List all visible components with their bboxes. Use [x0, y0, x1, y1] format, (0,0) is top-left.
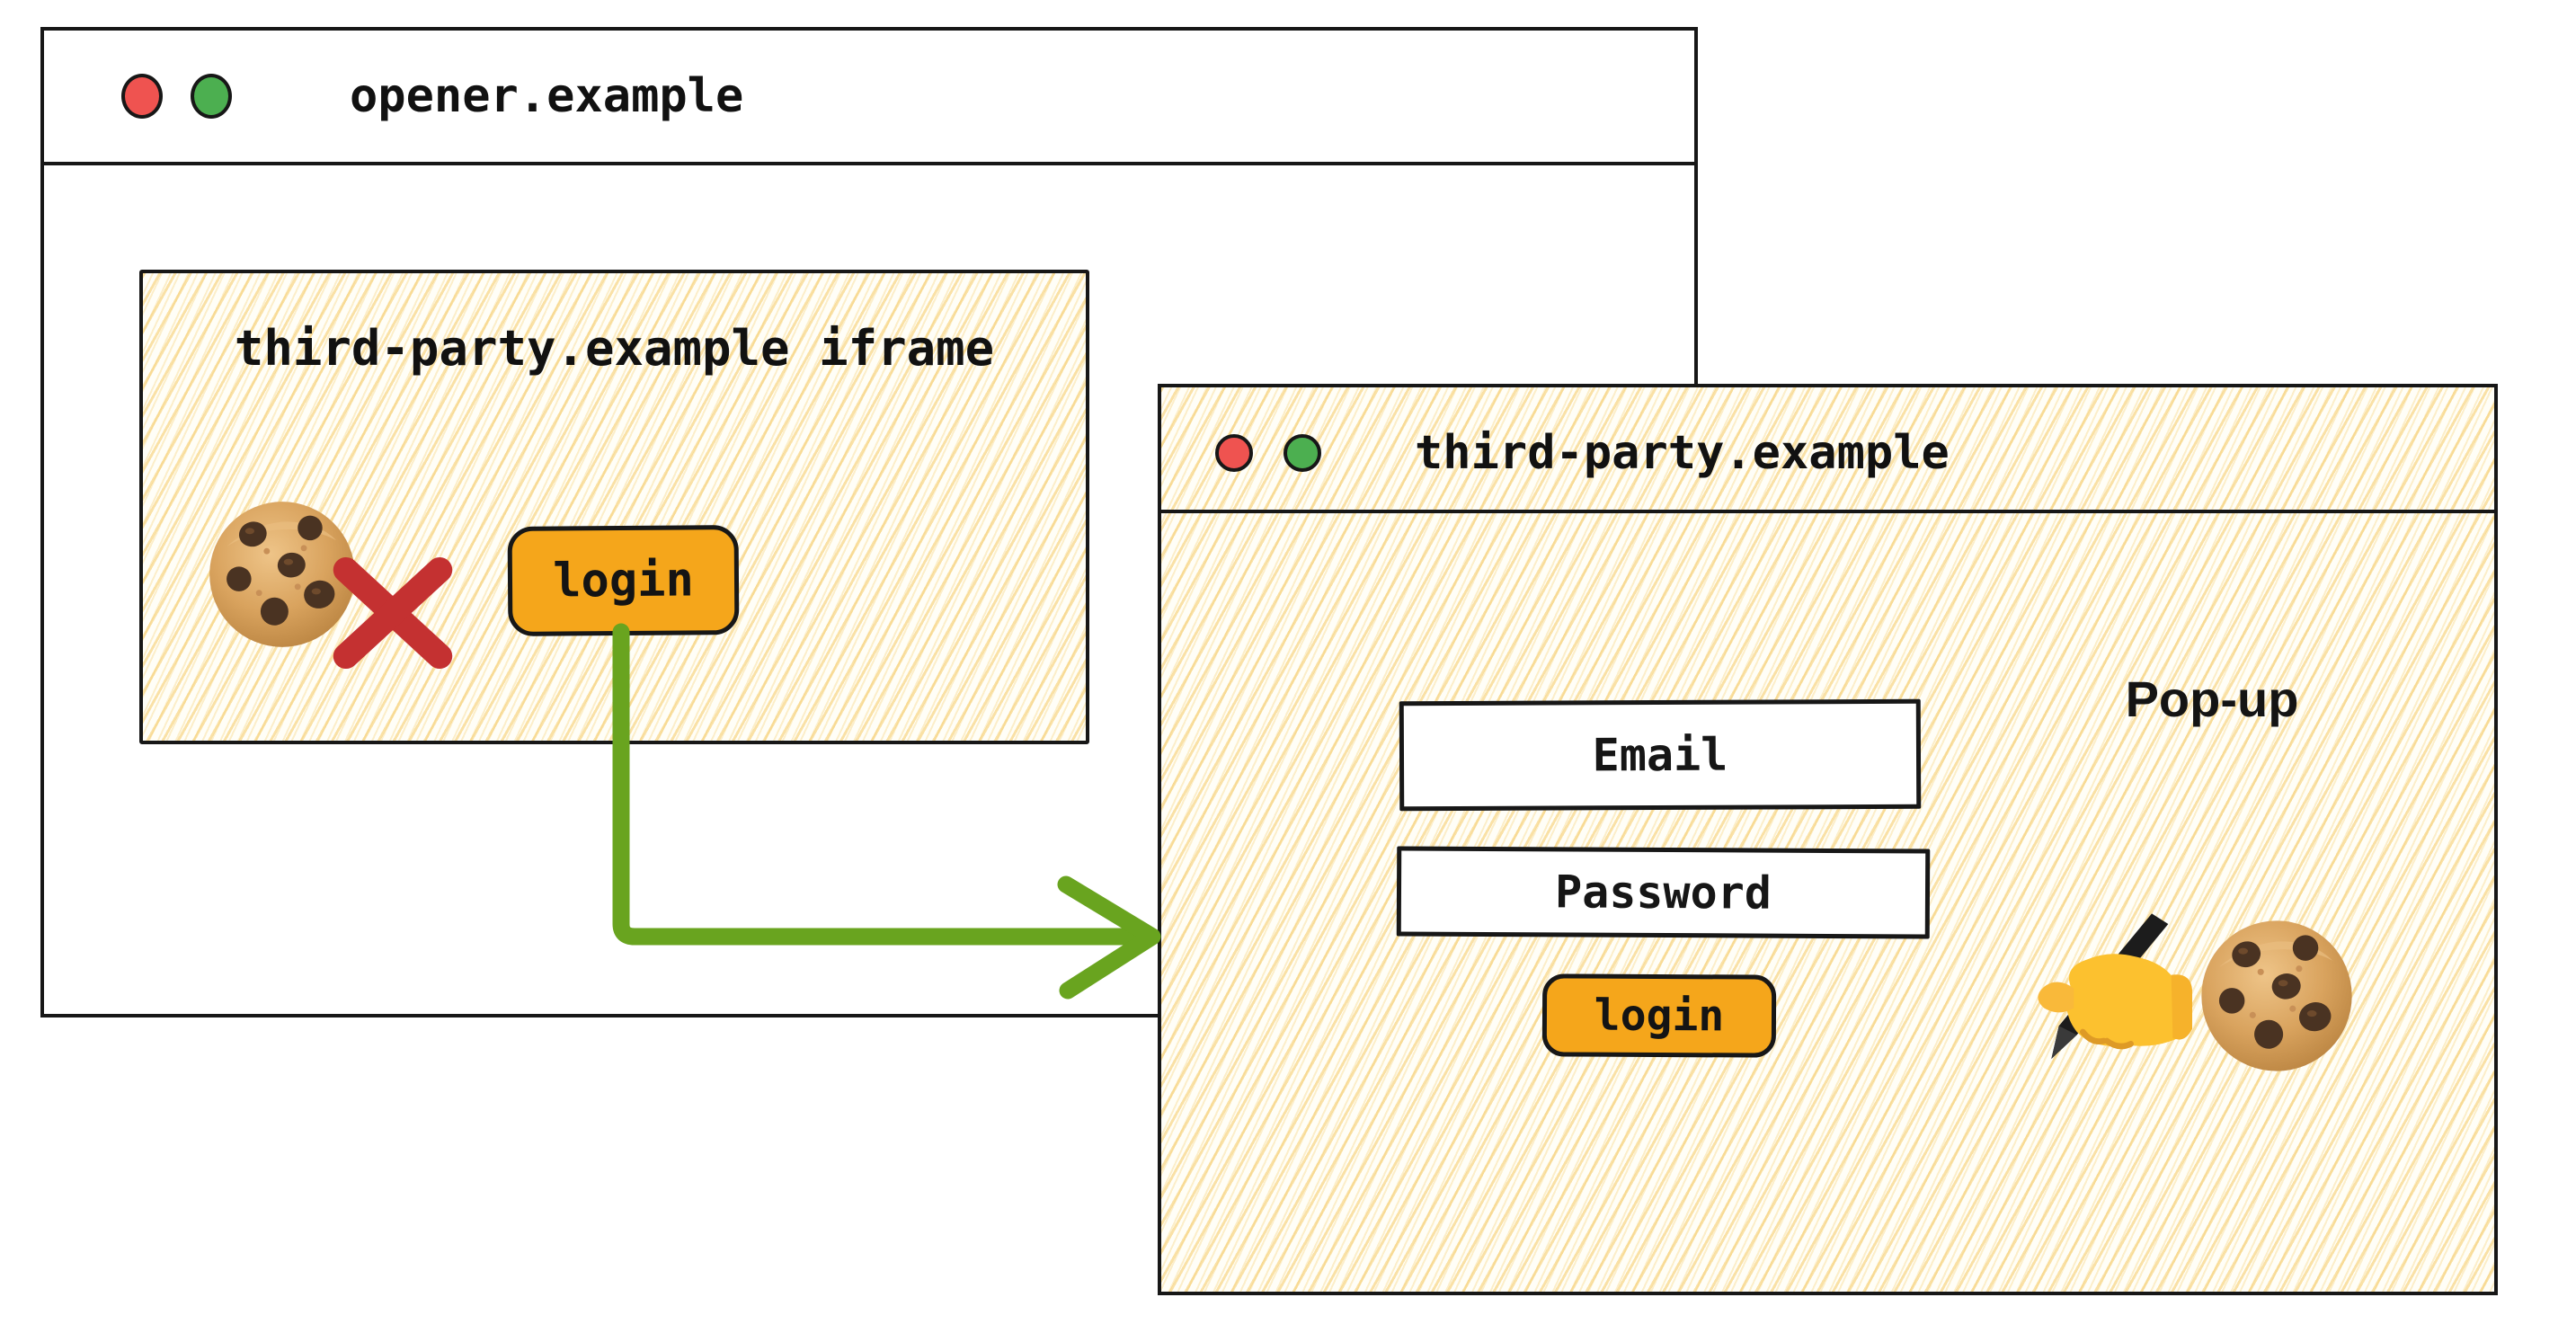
red-cross-icon	[333, 556, 453, 670]
third-party-iframe: third-party.example iframe login	[139, 270, 1089, 744]
popup-annotation-label: Pop-up	[2125, 671, 2299, 727]
traffic-light-red-icon[interactable]	[121, 74, 163, 119]
iframe-label: third-party.example iframe	[234, 320, 995, 377]
popup-titlebar: third-party.example	[1161, 387, 2494, 513]
writing-hand-icon	[2038, 913, 2192, 1059]
password-field[interactable]: Password	[1396, 846, 1931, 939]
iframe-login-button[interactable]: login	[507, 525, 740, 636]
popup-login-button[interactable]: login	[1541, 973, 1777, 1058]
blocked-cookie-icon	[205, 497, 484, 731]
popup-window-title: third-party.example	[1415, 426, 1950, 480]
traffic-light-green-icon[interactable]	[191, 74, 232, 119]
email-field[interactable]: Email	[1399, 698, 1922, 812]
opener-titlebar: opener.example	[44, 31, 1694, 165]
popup-window: third-party.example Pop-up Email Passwor…	[1158, 384, 2498, 1295]
traffic-light-green-icon[interactable]	[1284, 434, 1321, 472]
traffic-light-red-icon[interactable]	[1215, 434, 1253, 472]
cookie-icon	[2201, 920, 2352, 1071]
opener-window-title: opener.example	[350, 69, 744, 123]
